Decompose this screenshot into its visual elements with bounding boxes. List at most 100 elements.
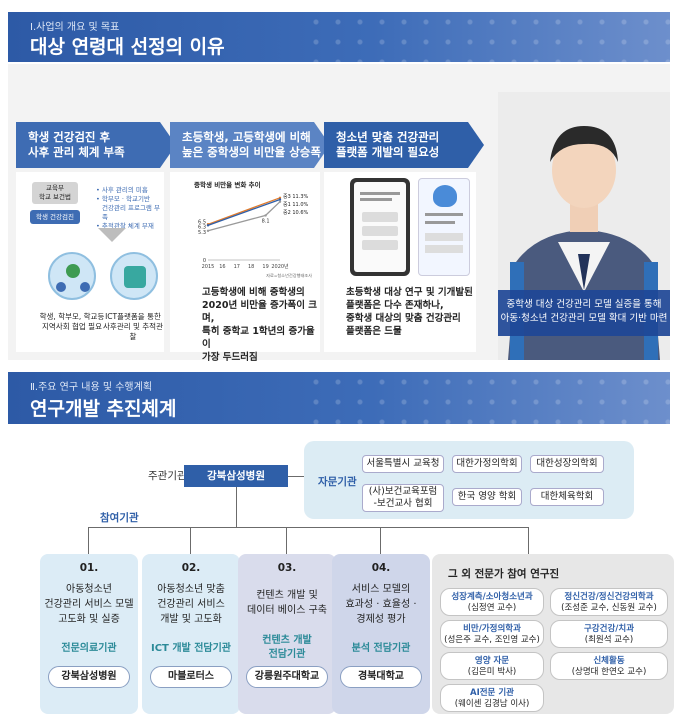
advisory-org-4: (사)보건교육포럼 -보건교사 협회 (362, 484, 444, 512)
section2-title: 연구개발 추진체계 (30, 398, 177, 420)
chart-start-label: 5.3 (198, 230, 206, 236)
card1-circle1-caption-line2: 지역사회 협업 필요 (42, 322, 102, 331)
ict-platform-circle-icon (110, 252, 158, 300)
chart-x-tick-label: 2020년 (271, 263, 289, 270)
col3-role: 컨텐츠 개발 전담기관 (238, 634, 336, 662)
chart-start-label: 6.3 (198, 224, 206, 230)
section1-subtitle: Ⅰ.사업의 개요 및 목표 (30, 22, 120, 33)
photo-caption: 중학생 대상 건강관리 모델 실증을 통해 아동·청소년 건강관리 모델 확대 … (498, 290, 670, 336)
advisory-org-4-line1: (사)보건교육포럼 (368, 486, 438, 497)
advisory-org-6: 대한체육학회 (530, 488, 604, 506)
card3-header-line2: 플랫폼 개발의 필요성 (336, 145, 440, 159)
chart-x-tick-label: 2015 (202, 264, 215, 270)
col4-connector (380, 527, 381, 554)
expert-ai-field: AI전문 기관 (470, 688, 514, 698)
card1-circle1-caption: 학생, 학부모, 학교등 지역사회 협업 필요 (34, 312, 110, 332)
host-vertical-connector (236, 487, 237, 527)
col4-org: 경북대학교 (340, 666, 422, 688)
card3-desc-line4: 플랫폼은 드물 (346, 326, 402, 337)
host-advisory-connector (288, 476, 304, 477)
card3-desc-line1: 초등학생 대상 연구 및 기개발된 (346, 287, 473, 298)
card2-description: 고등학생에 비해 중학생의 2020년 비만율 증가폭이 크며, 특히 중학교 … (202, 286, 322, 364)
mascot-icon (433, 185, 457, 207)
expert-obesity-field: 비만/가정의학과 (463, 624, 521, 634)
chart-end-label: 중2 10.6% (283, 210, 309, 216)
card1-box-ministry: 교육부 학교 보건법 (32, 182, 78, 204)
participant-col-4: 04. 서비스 모델의 효과성 · 효율성 · 경제성 평가 분석 전담기관 경… (332, 554, 430, 714)
expert-growth-field: 성장계측/소아청소년과 (451, 592, 533, 602)
participant-label: 참여기관 (100, 512, 139, 524)
phone-mockup-right (418, 178, 470, 276)
experts-connector (528, 527, 529, 554)
col1-desc-line2: 건강관리 서비스 모델 (44, 599, 134, 610)
col1-description: 아동청소년 건강관리 서비스 모델 고도화 및 실증 (40, 582, 138, 627)
expert-growth-person: (심정연 교수) (467, 603, 517, 613)
card2-desc-line2: 2020년 비만율 증가폭이 크며, (202, 300, 318, 324)
advisory-org-1: 서울특별시 교육청 (362, 455, 444, 473)
expert-obesity: 비만/가정의학과 (성은주 교수, 조인영 교수) (440, 620, 544, 648)
community-circle-icon (48, 252, 96, 300)
chart-series-line (207, 197, 281, 225)
expert-mental-field: 정신건강/정신건강의학과 (564, 592, 654, 602)
col1-number: 01. (79, 562, 99, 574)
expert-obesity-person: (성은주 교수, 조인영 교수) (444, 635, 540, 645)
card3-header: 청소년 맞춤 건강관리 플랫폼 개발의 필요성 (324, 122, 484, 168)
chart-start-label: 6.5 (198, 219, 206, 225)
col3-role-line1: 컨텐츠 개발 (262, 635, 312, 646)
expert-physical-field: 신체활동 (593, 656, 625, 666)
photo-caption-line1: 중학생 대상 건강관리 모델 실증을 통해 (506, 299, 662, 310)
col1-desc-line3: 고도화 및 실증 (58, 614, 120, 625)
col1-connector (88, 527, 89, 554)
advisory-org-3: 대한성장의학회 (530, 455, 604, 473)
col1-org: 강북삼성병원 (48, 666, 130, 688)
card2-desc-line3: 특히 중학교 1학년의 증가율이 (202, 326, 315, 350)
expert-physical-person: (상명대 한연오 교수) (571, 667, 647, 677)
chart-point (206, 224, 210, 227)
col3-desc-line1: 컨텐츠 개발 및 (256, 590, 318, 601)
expert-nutrition: 영양 자문 (김은미 박사) (440, 652, 544, 680)
advisory-org-4-line2: -보건교사 협회 (373, 498, 433, 509)
expert-nutrition-person: (김은미 박사) (467, 667, 517, 677)
experts-title: 그 외 전문가 참여 연구진 (448, 568, 560, 580)
card1-circle1-caption-line1: 학생, 학부모, 학교등 (39, 312, 105, 321)
col2-desc-line2: 건강관리 서비스 (157, 599, 225, 610)
card1-box-ministry-line2: 학교 보건법 (39, 193, 71, 201)
host-org-badge: 강북삼성병원 (184, 465, 288, 487)
banner-pattern (305, 12, 670, 62)
col4-desc-line1: 서비스 모델의 (351, 584, 411, 595)
col2-role: ICT 개발 전담기관 (150, 643, 232, 654)
col3-number: 03. (277, 562, 297, 574)
chart-series-line (207, 198, 281, 227)
section2-banner: Ⅱ.주요 연구 내용 및 수행계획 연구개발 추진체계 (8, 372, 670, 424)
participant-col-3: 03. 컨텐츠 개발 및 데이터 베이스 구축 컨텐츠 개발 전담기관 강릉원주… (238, 554, 336, 714)
expert-dental: 구강건강/치과 (최원석 교수) (550, 620, 668, 648)
advisory-panel (304, 441, 634, 519)
advisory-label: 자문기관 (318, 476, 357, 488)
col4-description: 서비스 모델의 효과성 · 효율성 · 경제성 평가 (332, 582, 430, 627)
col2-desc-line1: 아동청소년 맞춤 (157, 584, 225, 595)
chart-point (206, 229, 210, 233)
card1-bullet-3: 건강관리 프로그램 부족 (102, 204, 160, 221)
card3-desc-line2: 플랫폼은 다수 존재하나, (346, 300, 444, 311)
card1-circle2-caption: ICT플랫폼을 통한 사후관리 및 추적관찰 (100, 312, 166, 342)
card2-desc-line1: 고등학생에 비해 중학생의 (202, 287, 305, 298)
expert-mental-person: (조성준 교수, 신동원 교수) (561, 603, 657, 613)
col3-connector (286, 527, 287, 554)
col4-desc-line2: 효과성 · 효율성 · (345, 599, 417, 610)
expert-nutrition-field: 영양 자문 (474, 656, 510, 666)
card3-desc-line3: 중학생 대상의 맞춤 건강관리 (346, 313, 461, 324)
chart-data-label: 8.1 (262, 218, 270, 224)
col2-org: 마블로터스 (150, 666, 232, 688)
experts-panel: 그 외 전문가 참여 연구진 성장계측/소아청소년과 (심정연 교수) 정신건강… (432, 554, 674, 714)
phone-mockup-left (350, 178, 410, 276)
col1-desc-line1: 아동청소년 (66, 584, 112, 595)
expert-mental: 정신건강/정신건강의학과 (조성준 교수, 신동원 교수) (550, 588, 668, 616)
card3-header-line1: 청소년 맞춤 건강관리 (336, 130, 440, 144)
col1-role: 전문의료기관 (61, 643, 117, 654)
card3-body: 초등학생 대상 연구 및 기개발된 플랫폼은 다수 존재하나, 중학생 대상의 … (324, 172, 476, 352)
photo-caption-line2: 아동·청소년 건강관리 모델 확대 기반 마련 (500, 313, 668, 324)
col3-org: 강릉원주대학교 (246, 666, 328, 688)
chart-point (278, 200, 282, 203)
chart-series-line (207, 201, 281, 232)
